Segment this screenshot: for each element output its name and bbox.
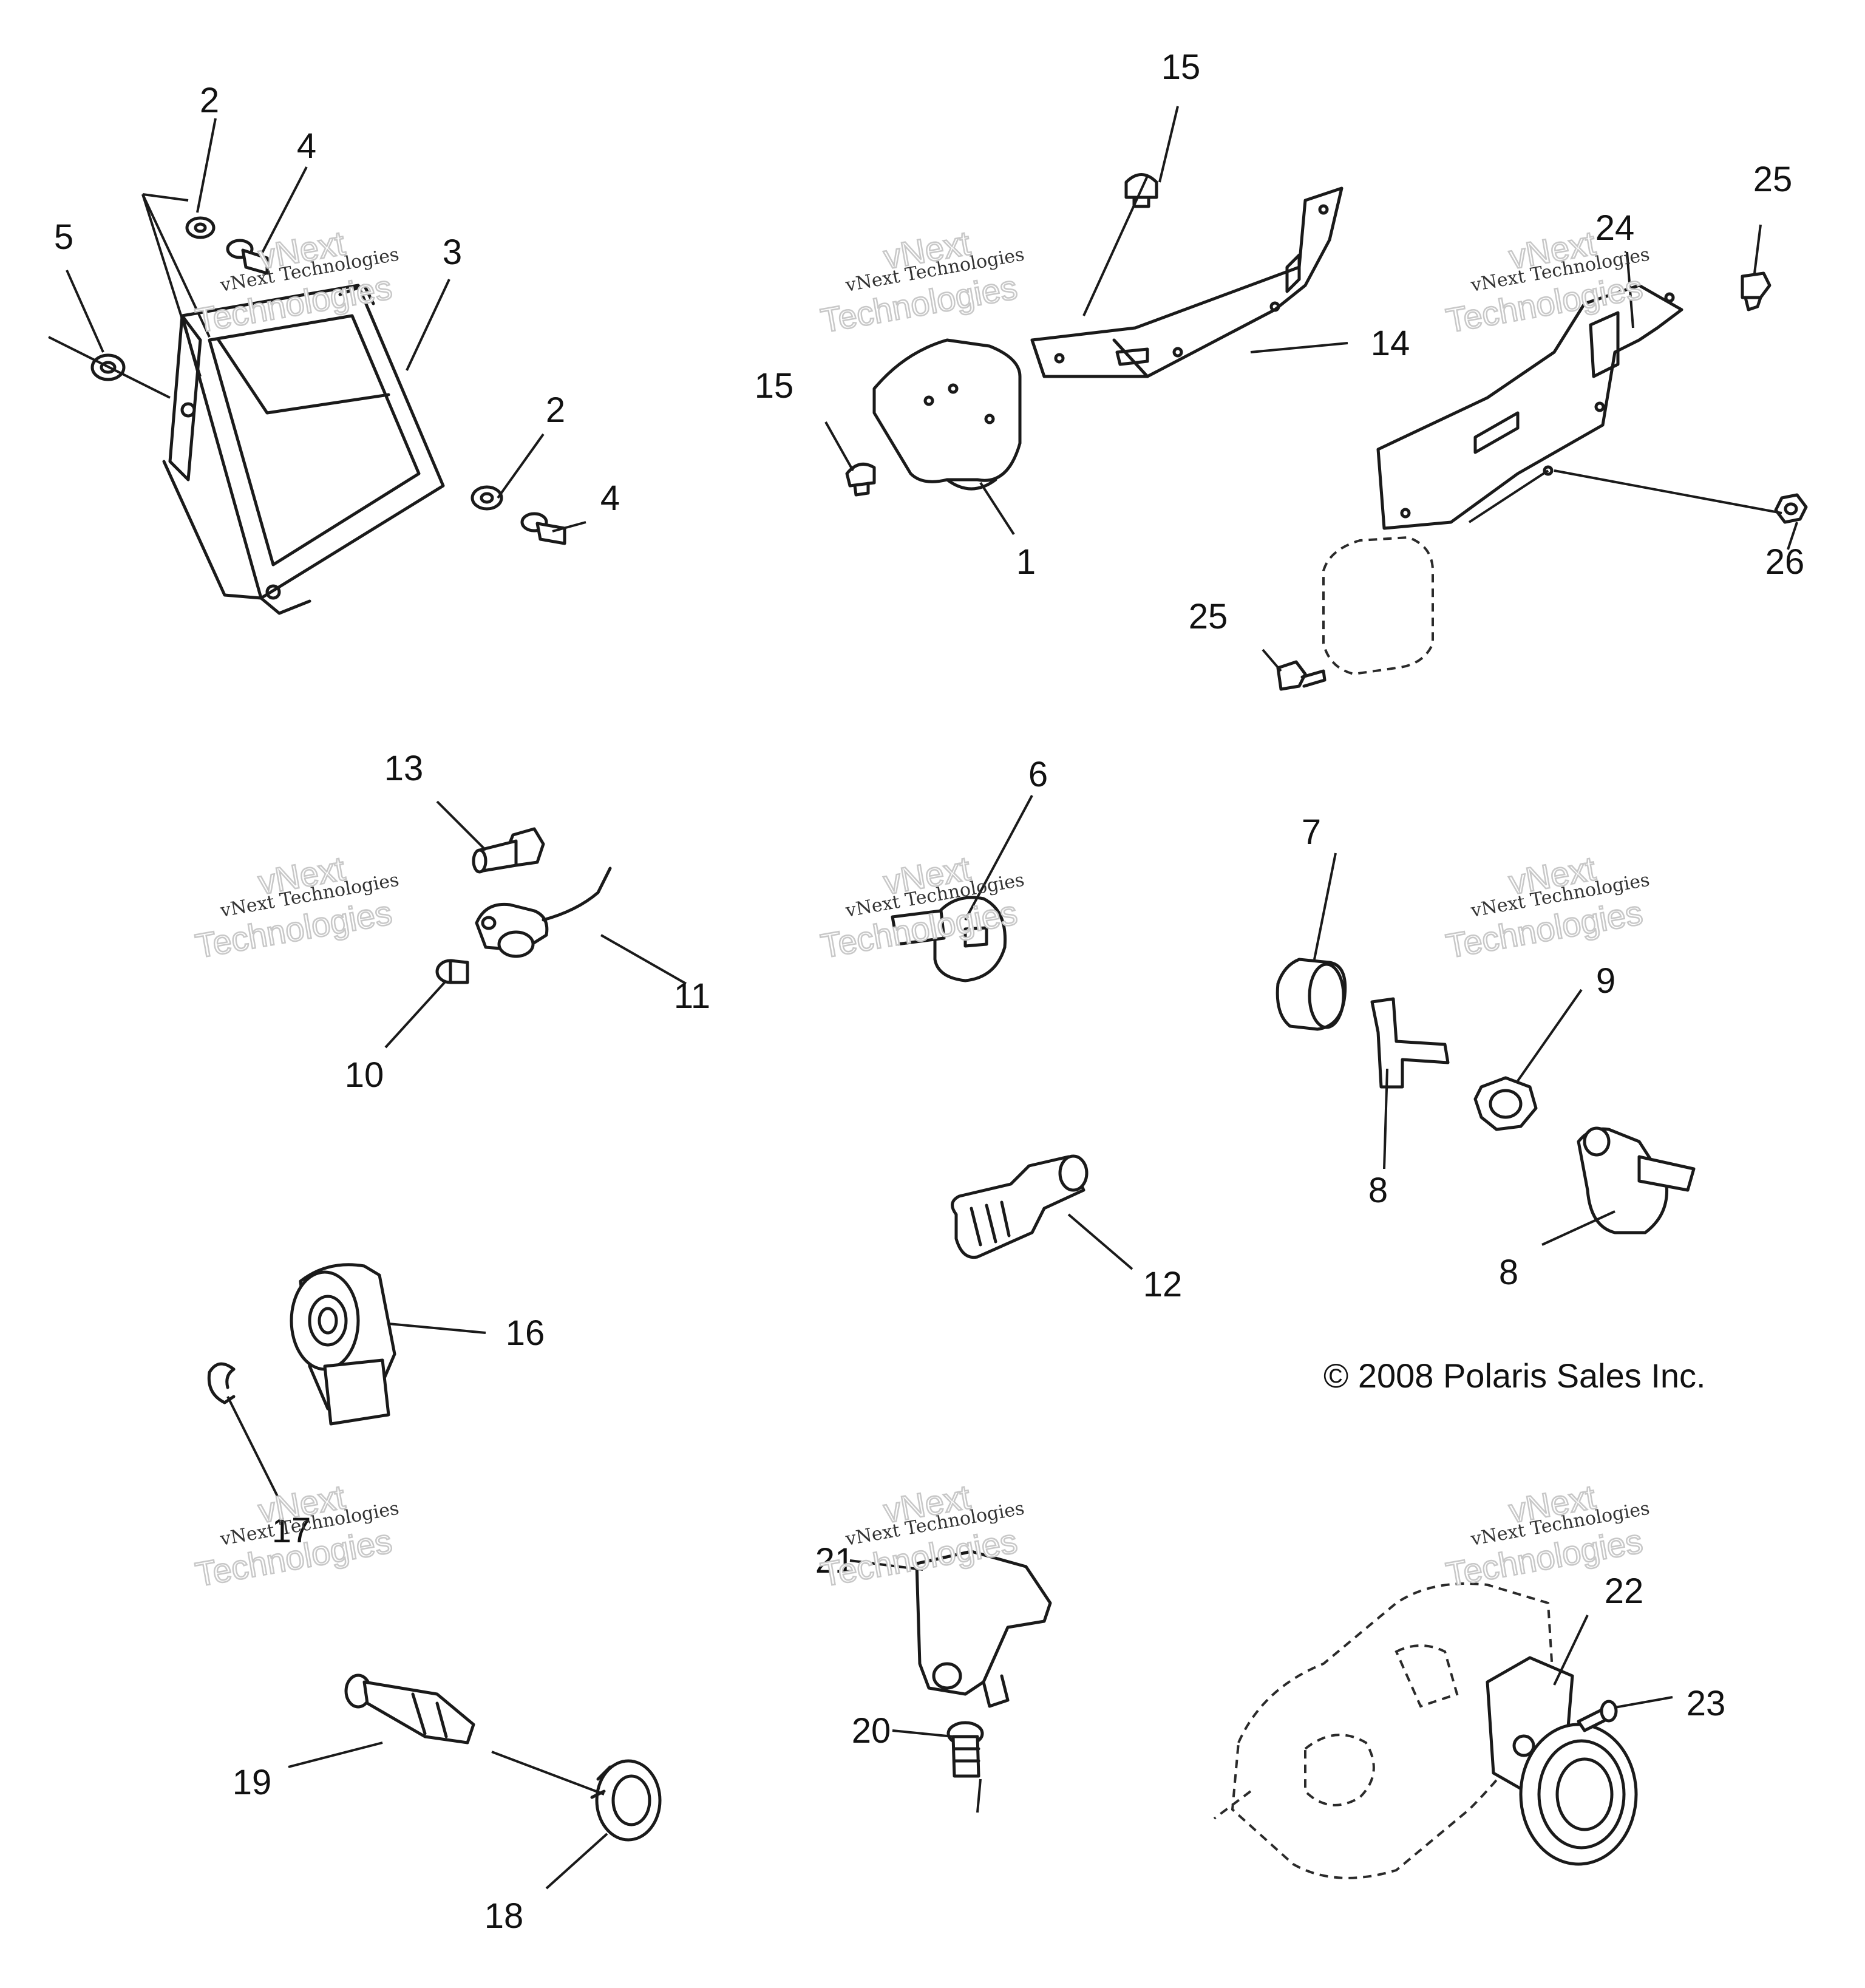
pin-part-15-top bbox=[1124, 173, 1158, 208]
callout-17: 17 bbox=[272, 1511, 311, 1550]
callout-15: 15 bbox=[1161, 47, 1201, 87]
callout-20: 20 bbox=[852, 1711, 891, 1751]
callout-18: 18 bbox=[484, 1896, 524, 1936]
sensor-part-19 bbox=[344, 1673, 475, 1745]
callout-21: 21 bbox=[815, 1541, 855, 1581]
callout-15: 15 bbox=[755, 366, 794, 406]
callout-5: 5 bbox=[54, 217, 73, 257]
callout-4: 4 bbox=[297, 126, 316, 166]
watermark: vNext vNext Technologies Technologies bbox=[1442, 848, 1651, 966]
bracket-part-24 bbox=[1376, 284, 1683, 530]
clip-part-8 bbox=[1370, 997, 1450, 1089]
sensor-part-11 bbox=[475, 866, 612, 958]
callout-22: 22 bbox=[1605, 1571, 1644, 1611]
watermark: vNext vNext Technologies Technologies bbox=[817, 223, 1026, 341]
nut-part-26 bbox=[1774, 493, 1808, 524]
callout-11: 11 bbox=[674, 976, 710, 1016]
callout-14: 14 bbox=[1371, 324, 1410, 363]
callout-7: 7 bbox=[1302, 812, 1321, 852]
callout-23: 23 bbox=[1687, 1684, 1726, 1723]
washer-part-2-top bbox=[185, 216, 216, 239]
bolt-part-4-bottom bbox=[520, 512, 566, 545]
bracket-part-14 bbox=[1030, 186, 1344, 378]
callout-8: 8 bbox=[1368, 1171, 1388, 1210]
bolt-part-25-bottom bbox=[1276, 660, 1327, 691]
callout-3: 3 bbox=[443, 233, 462, 272]
watermark: vNext vNext Technologies Technologies bbox=[192, 848, 401, 966]
washer-part-2-bottom bbox=[470, 485, 503, 511]
callout-24: 24 bbox=[1595, 208, 1635, 248]
sensor-part-21 bbox=[915, 1550, 1052, 1708]
callout-2: 2 bbox=[546, 390, 565, 430]
throttle-body-part-22 bbox=[1486, 1656, 1638, 1866]
grommet-part-10 bbox=[435, 959, 469, 984]
sensor-part-8 bbox=[1577, 1126, 1696, 1234]
callout-13: 13 bbox=[384, 749, 424, 788]
grommet-part-18 bbox=[590, 1759, 662, 1842]
callout-26: 26 bbox=[1765, 542, 1805, 582]
cap-part-7 bbox=[1276, 958, 1347, 1031]
callout-2: 2 bbox=[200, 81, 219, 120]
callout-4: 4 bbox=[600, 478, 620, 518]
screw-part-23 bbox=[1577, 1700, 1618, 1732]
callout-12: 12 bbox=[1143, 1265, 1183, 1304]
callout-19: 19 bbox=[233, 1763, 272, 1802]
watermarks: vNext vNext Technologies Technologies vN… bbox=[192, 223, 1651, 1595]
cover-part-1 bbox=[872, 338, 1022, 491]
bolt-part-25-top bbox=[1741, 271, 1772, 311]
cover-outline-part-24 bbox=[1322, 536, 1434, 676]
sensor-part-12 bbox=[951, 1154, 1089, 1259]
callout-16: 16 bbox=[506, 1313, 545, 1353]
watermark: vNext vNext Technologies Technologies bbox=[192, 1477, 401, 1595]
ecu-module-part-3 bbox=[162, 284, 445, 615]
clip-part-17 bbox=[207, 1362, 236, 1404]
callout-1: 1 bbox=[1016, 542, 1036, 582]
bolt-part-4-top bbox=[226, 239, 269, 275]
callout-6: 6 bbox=[1028, 755, 1048, 794]
bolt-part-13 bbox=[472, 827, 545, 874]
callout-25: 25 bbox=[1189, 597, 1228, 636]
copyright-notice: © 2008 Polaris Sales Inc. bbox=[1323, 1357, 1706, 1395]
callout-10: 10 bbox=[345, 1055, 384, 1095]
knock-sensor-part-16 bbox=[290, 1263, 396, 1426]
callout-9: 9 bbox=[1596, 961, 1615, 1001]
leader-lines bbox=[48, 106, 1798, 1890]
callout-labels: 2 4 5 3 2 4 15 15 14 1 25 24 26 25 13 11… bbox=[54, 47, 1804, 1936]
sensor-part-6 bbox=[891, 896, 1007, 982]
nut-part-9 bbox=[1473, 1076, 1538, 1131]
callout-25: 25 bbox=[1753, 160, 1793, 199]
callout-8: 8 bbox=[1499, 1253, 1518, 1292]
plug-part-20 bbox=[946, 1721, 984, 1778]
